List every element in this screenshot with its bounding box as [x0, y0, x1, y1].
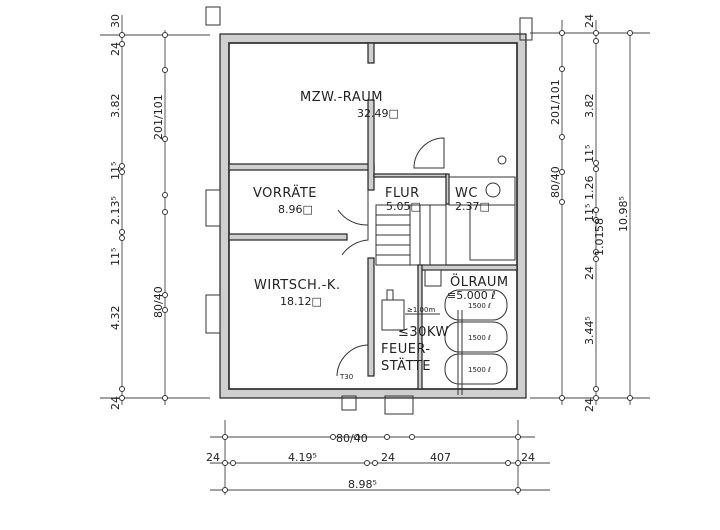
clearance-annotation: ≥1.00m — [407, 306, 435, 314]
wc-fixtures — [424, 155, 516, 287]
dim-text: 24 — [206, 451, 220, 464]
dim-text: 24 — [583, 398, 596, 412]
room-name-mzw: MZW.-RAUM — [300, 90, 383, 105]
room-name-wc: WC — [455, 186, 478, 201]
dimension-lines — [100, 15, 650, 495]
room-name-flur: FLUR — [385, 186, 420, 201]
room-area-vorraete: 8.96□ — [278, 203, 313, 216]
room-name-feuerstaette-2: STÄTTE — [381, 358, 431, 374]
boiler — [381, 289, 440, 331]
dim-text: 80/40 — [549, 166, 562, 198]
dim-text: 24 — [583, 14, 596, 28]
dim-text: 24 — [381, 451, 395, 464]
dim-text: 11⁵ — [583, 204, 596, 222]
oil-tank — [444, 321, 508, 353]
dim-text: 4.32 — [109, 306, 122, 331]
dim-text: 2.13⁵ — [109, 196, 122, 225]
room-name-wirtsch: WIRTSCH.-K. — [254, 278, 341, 293]
dim-text: 11⁵ — [583, 145, 596, 163]
dim-text: 1.01 — [593, 232, 606, 257]
dim-text: 3.44⁵ — [583, 316, 596, 345]
left-dimensions: 30 24 3.82 11⁵ 2.13⁵ 11⁵ 4.32 24 201/101… — [109, 14, 165, 410]
dim-text: 80/40 — [336, 432, 368, 445]
oil-tank — [444, 353, 508, 385]
bottom-dimensions: 80/40 24 4.19⁵ 24 407 24 8.98⁵ — [206, 432, 535, 491]
tank-label: 1500 ℓ — [468, 334, 491, 342]
dim-text: 11⁵ — [109, 248, 122, 266]
oil-tanks — [444, 289, 508, 395]
dim-text: 58 — [593, 218, 606, 232]
dim-text: 3.82 — [109, 94, 122, 119]
room-name-oelraum: ÖLRAUM — [450, 273, 509, 290]
windows — [205, 6, 533, 415]
room-name-vorraete: VORRÄTE — [253, 185, 317, 201]
dim-text: 3.82 — [583, 94, 596, 119]
room-area-wirtsch: 18.12□ — [280, 295, 322, 308]
room-name-feuerstaette-1: FEUER- — [381, 342, 431, 357]
dim-text: 24 — [583, 266, 596, 280]
dim-text: 24 — [109, 42, 122, 56]
dim-text: 24 — [521, 451, 535, 464]
dim-text: 11⁵ — [109, 162, 122, 180]
dim-text-total: 10.98⁵ — [617, 196, 630, 232]
oelraum-capacity: ≡5.000 ℓ — [447, 289, 496, 302]
right-dimensions: 201/101 80/40 24 3.82 11⁵ 1.26 11⁵ 58 1.… — [549, 14, 630, 412]
oil-tank — [444, 289, 508, 321]
dim-text: 201/101 — [549, 79, 562, 125]
dim-text: 407 — [430, 451, 451, 464]
dim-text-total: 8.98⁵ — [348, 478, 377, 491]
tank-label: 1500 ℓ — [468, 302, 491, 310]
tank-label: 1500 ℓ — [468, 366, 491, 374]
dim-text: 30 — [109, 14, 122, 28]
room-area-flur: 5.05□ — [386, 200, 421, 213]
toilet-icon — [485, 182, 501, 198]
dim-text: 80/40 — [152, 286, 165, 318]
dim-text: 1.26 — [583, 176, 596, 201]
boiler-power: ≤30KW — [398, 325, 449, 340]
dim-text: 4.19⁵ — [288, 451, 317, 464]
doors — [336, 137, 445, 377]
door-rating: T30 — [339, 373, 353, 381]
dim-text: 201/101 — [152, 94, 165, 140]
room-area-mzw: 32.49□ — [357, 107, 399, 120]
room-area-wc: 2.37□ — [455, 200, 490, 213]
dim-text: 24 — [109, 396, 122, 410]
interior-walls — [228, 42, 518, 390]
